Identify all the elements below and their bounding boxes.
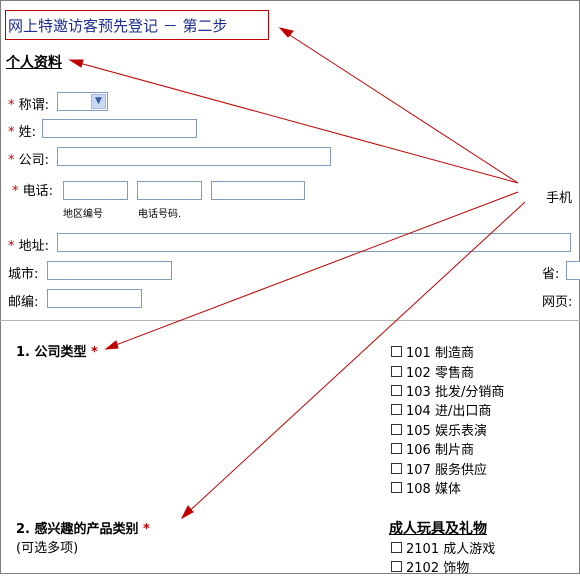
personal-info-heading: 个人资料 <box>6 55 62 71</box>
salutation-select[interactable]: ▼ <box>57 92 108 111</box>
surname-label: * 姓: <box>8 121 36 140</box>
company-label: * 公司: <box>8 149 49 168</box>
company-type-option[interactable]: 102 零售商 <box>391 362 474 381</box>
phone-area-caption: 地区编号 <box>63 209 103 220</box>
company-input[interactable] <box>57 147 331 166</box>
checkbox[interactable] <box>391 424 402 435</box>
surname-input[interactable] <box>42 119 197 138</box>
checkbox[interactable] <box>391 482 402 493</box>
province-input[interactable] <box>566 261 580 280</box>
company-type-option[interactable]: 105 娱乐表演 <box>391 420 487 439</box>
arrowhead <box>104 340 119 350</box>
required-mark: * <box>143 522 150 537</box>
required-mark: * <box>8 125 15 140</box>
arrow-to-title <box>281 29 519 184</box>
product-interest-question: 2. 感兴趣的产品类别 * <box>16 518 150 537</box>
checkbox[interactable] <box>391 366 402 377</box>
company-label-text: 公司: <box>18 153 50 168</box>
checkbox[interactable] <box>391 404 402 415</box>
salutation-label: * 称谓: <box>8 94 49 113</box>
option-label: 101 制造商 <box>406 346 474 361</box>
address-input[interactable] <box>57 233 571 252</box>
company-type-option[interactable]: 101 制造商 <box>391 342 474 361</box>
phone-label: * 电话: <box>12 180 53 199</box>
phone-label-text: 电话: <box>22 184 54 199</box>
postcode-label: 邮编: <box>8 295 39 310</box>
option-label: 107 服务供应 <box>406 463 487 478</box>
address-label: * 地址: <box>8 235 49 254</box>
city-label: 城市: <box>8 267 39 282</box>
option-label: 105 娱乐表演 <box>406 424 487 439</box>
option-label: 104 进/出口商 <box>406 404 492 419</box>
mobile-label: 手机 <box>546 191 573 206</box>
product-group-heading: 成人玩具及礼物 <box>389 521 487 537</box>
surname-label-text: 姓: <box>18 125 37 140</box>
website-label: 网页: <box>542 295 573 310</box>
phone-extension-input[interactable] <box>211 181 305 200</box>
option-label: 2102 饰物 <box>406 561 470 576</box>
multiple-choice-hint: (可选多项) <box>16 541 79 556</box>
required-mark: * <box>91 345 98 360</box>
checkbox[interactable] <box>391 463 402 474</box>
product-interest-question-text: 2. 感兴趣的产品类别 <box>16 522 139 537</box>
arrowhead <box>180 505 194 520</box>
product-option[interactable]: 2101 成人游戏 <box>391 538 495 557</box>
page-title: 网上特邀访客预先登记 － 第二步 <box>5 10 269 40</box>
company-type-option[interactable]: 103 批发/分销商 <box>391 381 504 400</box>
checkbox[interactable] <box>391 542 402 553</box>
chevron-down-icon[interactable]: ▼ <box>91 94 106 109</box>
product-option[interactable]: 2102 饰物 <box>391 557 469 576</box>
checkbox[interactable] <box>391 561 402 572</box>
option-label: 108 媒体 <box>406 482 461 497</box>
section-divider <box>0 320 580 321</box>
phone-area-input[interactable] <box>63 181 128 200</box>
postcode-input[interactable] <box>47 289 142 308</box>
option-label: 106 制片商 <box>406 443 474 458</box>
option-label: 102 零售商 <box>406 366 474 381</box>
arrowhead <box>68 59 84 68</box>
salutation-label-text: 称谓: <box>18 98 50 113</box>
required-mark: * <box>8 153 15 168</box>
required-mark: * <box>8 239 15 254</box>
option-label: 2101 成人游戏 <box>406 542 496 557</box>
company-type-option[interactable]: 107 服务供应 <box>391 459 487 478</box>
arrow-to-product-interest <box>183 201 526 517</box>
arrow-to-personal-info <box>71 60 519 184</box>
required-mark: * <box>12 184 19 199</box>
checkbox[interactable] <box>391 443 402 454</box>
phone-number-input[interactable] <box>137 181 202 200</box>
company-type-option[interactable]: 108 媒体 <box>391 478 461 497</box>
option-label: 103 批发/分销商 <box>406 385 505 400</box>
phone-number-caption: 电话号码. <box>138 209 182 220</box>
company-type-option[interactable]: 106 制片商 <box>391 439 474 458</box>
required-mark: * <box>8 98 15 113</box>
arrow-to-company-type <box>107 191 519 349</box>
checkbox[interactable] <box>391 346 402 357</box>
province-label: 省: <box>542 267 560 282</box>
company-type-question: 1. 公司类型 * <box>16 341 98 360</box>
arrowhead <box>278 27 294 38</box>
checkbox[interactable] <box>391 385 402 396</box>
company-type-question-text: 1. 公司类型 <box>16 345 87 360</box>
address-label-text: 地址: <box>18 239 50 254</box>
city-input[interactable] <box>47 261 172 280</box>
company-type-option[interactable]: 104 进/出口商 <box>391 400 491 419</box>
